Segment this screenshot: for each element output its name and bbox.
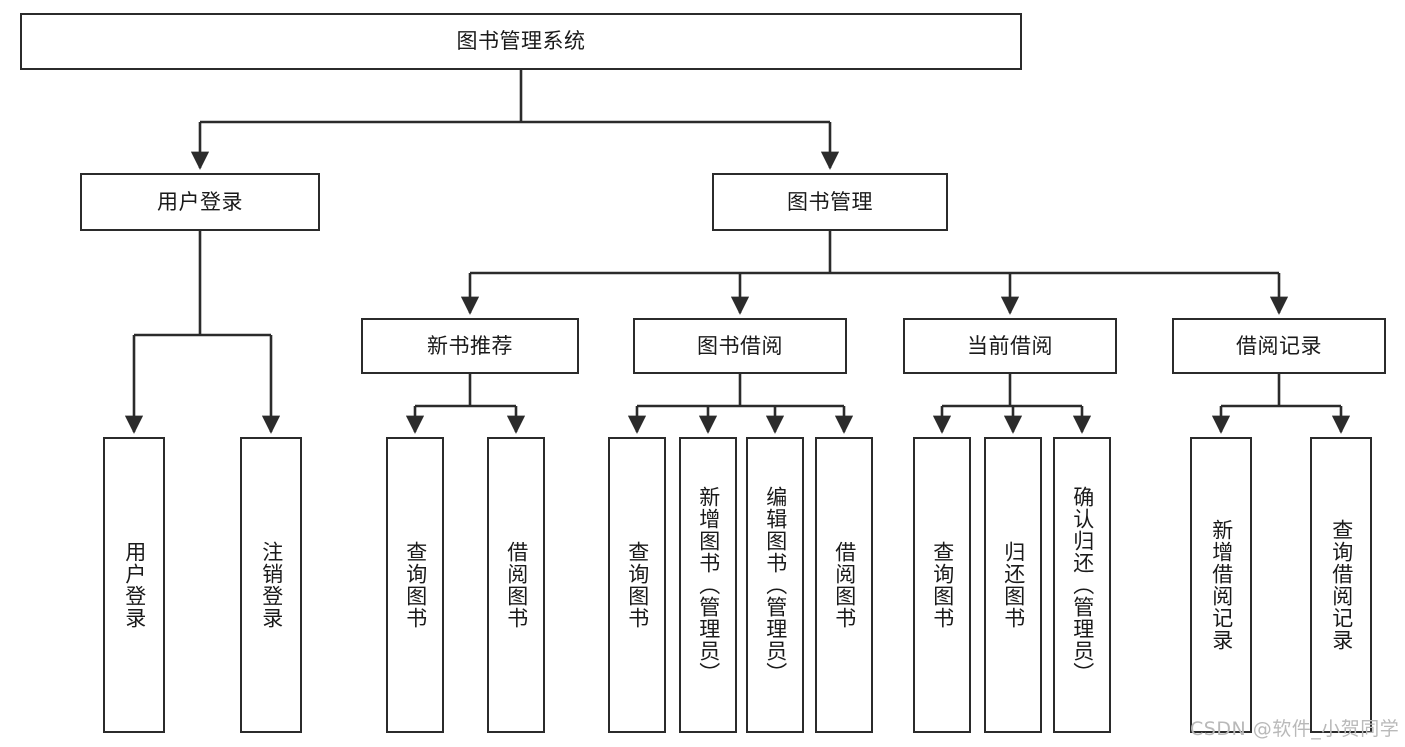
node-leaf-edit-book-admin[interactable]: 编辑图书（管理员） <box>746 437 804 733</box>
node-leaf-query-book-cur-label: 查询图书 <box>930 541 955 629</box>
node-borrow-record-label: 借阅记录 <box>1236 333 1322 358</box>
node-book-manage[interactable]: 图书管理 <box>712 173 948 231</box>
node-leaf-query-book-rec-label: 查询图书 <box>403 541 428 629</box>
node-leaf-borrow-book[interactable]: 借阅图书 <box>815 437 873 733</box>
node-user-login-label: 用户登录 <box>157 189 243 214</box>
node-leaf-query-book-borrow[interactable]: 查询图书 <box>608 437 666 733</box>
node-leaf-query-borrow-record-label: 查询借阅记录 <box>1329 519 1354 651</box>
node-current-borrow[interactable]: 当前借阅 <box>903 318 1117 374</box>
node-new-book-rec[interactable]: 新书推荐 <box>361 318 579 374</box>
node-leaf-query-book-borrow-label: 查询图书 <box>625 541 650 629</box>
node-book-borrow[interactable]: 图书借阅 <box>633 318 847 374</box>
node-book-manage-label: 图书管理 <box>787 189 873 214</box>
node-root[interactable]: 图书管理系统 <box>20 13 1022 70</box>
node-leaf-add-book-admin[interactable]: 新增图书（管理员） <box>679 437 737 733</box>
node-leaf-user-logout[interactable]: 注销登录 <box>240 437 302 733</box>
node-book-borrow-label: 图书借阅 <box>697 333 783 358</box>
node-leaf-query-book-cur[interactable]: 查询图书 <box>913 437 971 733</box>
node-leaf-query-book-rec[interactable]: 查询图书 <box>386 437 444 733</box>
node-leaf-add-borrow-record-label: 新增借阅记录 <box>1209 519 1234 651</box>
node-leaf-return-book[interactable]: 归还图书 <box>984 437 1042 733</box>
node-leaf-borrow-book-rec[interactable]: 借阅图书 <box>487 437 545 733</box>
node-leaf-borrow-book-label: 借阅图书 <box>832 541 857 629</box>
node-leaf-user-logout-label: 注销登录 <box>259 541 284 629</box>
node-borrow-record[interactable]: 借阅记录 <box>1172 318 1386 374</box>
node-leaf-add-borrow-record[interactable]: 新增借阅记录 <box>1190 437 1252 733</box>
node-new-book-rec-label: 新书推荐 <box>427 333 513 358</box>
node-leaf-query-borrow-record[interactable]: 查询借阅记录 <box>1310 437 1372 733</box>
csdn-watermark: CSDN @软件_小贺同学 <box>1190 718 1400 740</box>
node-leaf-return-book-label: 归还图书 <box>1001 541 1026 629</box>
node-user-login[interactable]: 用户登录 <box>80 173 320 231</box>
node-leaf-confirm-return-admin[interactable]: 确认归还（管理员） <box>1053 437 1111 733</box>
node-leaf-edit-book-admin-label: 编辑图书（管理员） <box>763 486 788 684</box>
node-leaf-user-login-label: 用户登录 <box>122 541 147 629</box>
node-leaf-user-login[interactable]: 用户登录 <box>103 437 165 733</box>
node-leaf-confirm-return-admin-label: 确认归还（管理员） <box>1070 486 1095 684</box>
node-leaf-add-book-admin-label: 新增图书（管理员） <box>696 486 721 684</box>
node-current-borrow-label: 当前借阅 <box>967 333 1053 358</box>
node-root-label: 图书管理系统 <box>456 29 586 54</box>
node-leaf-borrow-book-rec-label: 借阅图书 <box>504 541 529 629</box>
